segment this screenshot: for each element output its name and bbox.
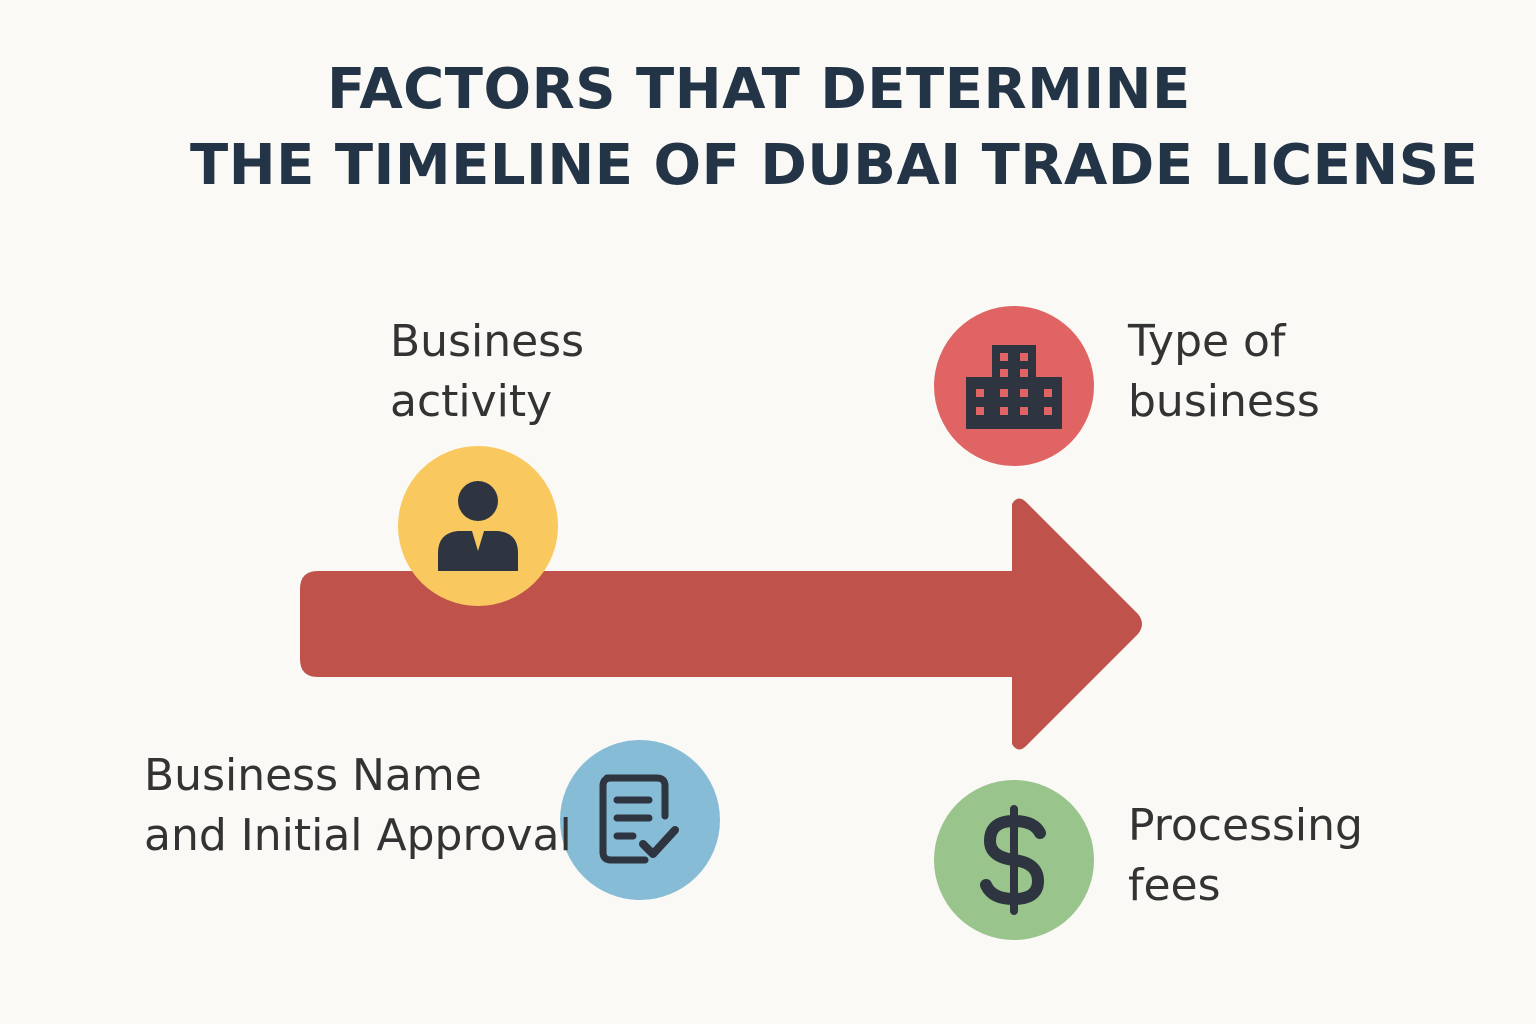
business-activity-label: Business activity [390,312,584,432]
type-of-business-label: Type of business [1128,312,1320,432]
processing-fees-line-1: Processing [1128,800,1363,851]
processing-fees-line-2: fees [1128,860,1221,911]
person-icon [438,481,518,571]
business-name-label: Business Name and Initial Approval [144,746,572,866]
dollar-icon [980,805,1046,915]
building-icon [966,345,1062,429]
processing-fees-circle [934,780,1094,940]
business-name-line-1: Business Name [144,750,482,801]
business-activity-line-2: activity [390,376,553,427]
type-of-business-line-2: business [1128,376,1320,427]
business-activity-line-1: Business [390,316,585,367]
type-of-business-circle [934,306,1094,466]
document-check-icon [599,774,679,864]
business-name-circle [560,740,720,900]
processing-fees-label: Processing fees [1128,796,1363,916]
title-line-2: THE TIMELINE OF DUBAI TRADE LICENSE [190,133,1479,198]
business-name-line-2: and Initial Approval [144,810,572,861]
type-of-business-line-1: Type of [1128,316,1286,367]
title-line-1: FACTORS THAT DETERMINE [327,57,1191,122]
business-activity-circle [398,446,558,606]
